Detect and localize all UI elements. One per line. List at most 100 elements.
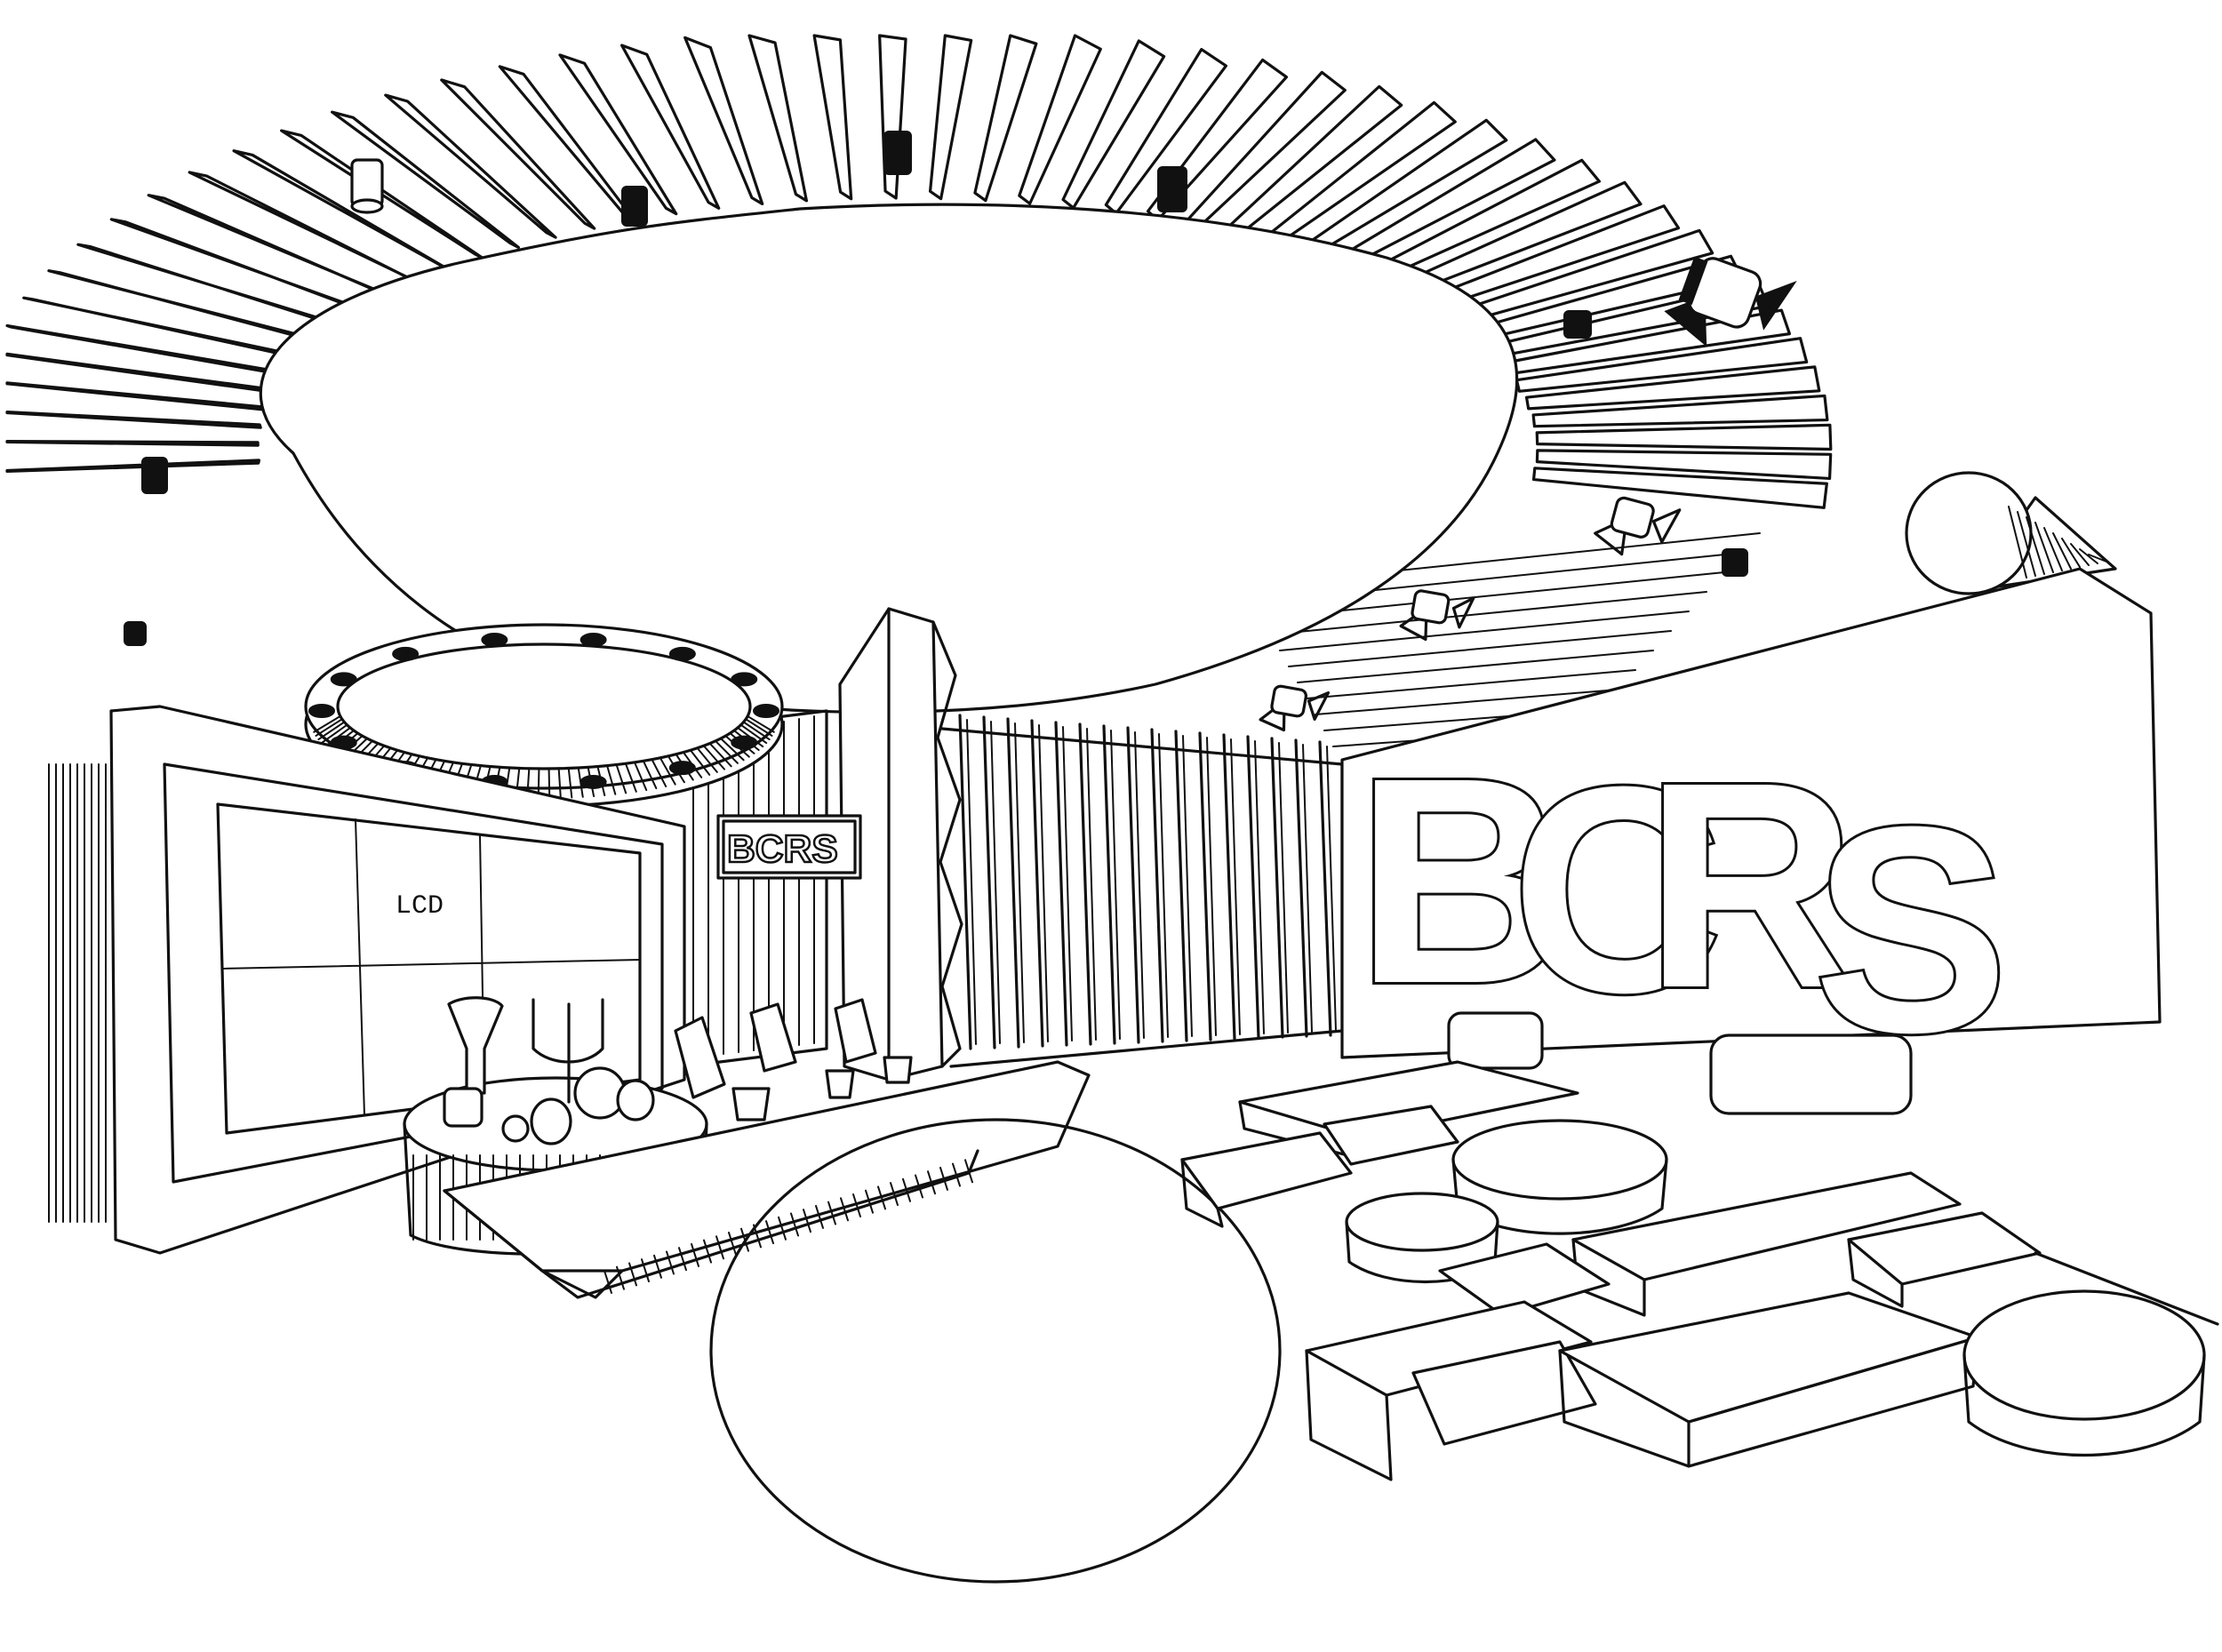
hatch-line	[902, 1177, 911, 1202]
ceiling-slat	[1061, 39, 1166, 210]
ring-hatch-line	[745, 718, 773, 737]
hatch-line	[778, 1216, 787, 1241]
cushion-block	[1323, 1105, 1459, 1166]
wall-fin-edge	[1062, 726, 1073, 1041]
cushion-block	[1438, 1242, 1611, 1317]
cup-icon	[825, 1069, 855, 1099]
stage-light-icon	[1594, 496, 1682, 556]
wall-fin-edge	[1014, 722, 1025, 1043]
spotlight-icon	[350, 158, 384, 214]
chair-icon	[674, 1016, 726, 1099]
cushion-block	[1447, 1011, 1544, 1070]
floor-rug-circle	[709, 1118, 1282, 1584]
ceiling-slat	[973, 34, 1038, 203]
wall-fin-edge	[1278, 742, 1289, 1033]
cushion-block	[1709, 1033, 1913, 1115]
large-sign-letter-b: B	[1355, 716, 1567, 1044]
hatch-line	[728, 1232, 737, 1256]
wall-fin-edge	[1302, 744, 1313, 1033]
pot-icon	[443, 1087, 484, 1128]
hatch-line	[2088, 554, 2107, 563]
ceiling-slat	[1535, 423, 1833, 451]
wall-fin-edge	[990, 721, 1001, 1044]
wall-fin	[1006, 717, 1020, 1049]
hatch-line	[2026, 516, 2045, 575]
stage-light-icon	[1259, 684, 1331, 732]
ceiling-slat	[5, 439, 260, 447]
ceiling-slat	[1531, 467, 1828, 509]
hatch-line	[628, 1262, 637, 1287]
seat-base	[1558, 1291, 1979, 1468]
large-sign-letter-c: C	[1511, 725, 1722, 1053]
hatch-line	[939, 1166, 948, 1191]
ring-light-icon	[481, 633, 508, 648]
small-sign: BCRS	[716, 814, 862, 880]
wall-fin	[1294, 738, 1308, 1038]
ring-light-icon	[731, 672, 758, 687]
hatch-line	[877, 1185, 886, 1210]
wall-fin-edge	[1206, 737, 1217, 1036]
ring-hatch-line	[739, 723, 768, 745]
ring-hatch-line	[696, 746, 718, 773]
ceiling-slat	[384, 93, 557, 239]
hatch-line	[641, 1258, 650, 1283]
back-slat-wall	[683, 709, 1344, 1068]
ring-hatch-line	[615, 763, 627, 794]
ceiling-slat	[683, 36, 764, 206]
ceiling-slat	[440, 78, 596, 230]
stage-light-icon	[1399, 589, 1475, 642]
ceiling-slat	[331, 110, 520, 250]
ceiling-slat	[747, 34, 809, 203]
cushion-block	[1847, 1211, 2042, 1308]
ring-light-icon	[668, 646, 696, 661]
hatch-line	[815, 1204, 824, 1229]
wall-fin	[1150, 728, 1164, 1043]
wall-fin	[1030, 719, 1044, 1048]
ring-hatch-line	[719, 738, 745, 762]
hatch-line	[616, 1265, 625, 1290]
wall-fin-edge	[1326, 746, 1337, 1032]
wall-fin	[958, 714, 972, 1050]
round-ottoman	[1962, 1289, 2206, 1457]
hatch-line	[653, 1254, 662, 1279]
hatch-line	[715, 1235, 724, 1260]
spotlight-icon	[124, 621, 147, 646]
hatch-line	[915, 1174, 923, 1199]
ceiling-slat	[1524, 365, 1821, 411]
hatch-line	[840, 1197, 849, 1222]
ring-hatch-line	[567, 767, 573, 799]
wall-fin	[1198, 731, 1212, 1041]
hatch-line	[964, 1159, 973, 1184]
hatch-line	[666, 1250, 675, 1275]
cup-icon	[731, 1087, 771, 1121]
stage-light-icon	[1664, 256, 1797, 347]
hatch-line	[2079, 548, 2098, 564]
wall-fin	[1318, 740, 1332, 1037]
ceiling-slat	[1535, 449, 1833, 481]
hatch-line	[865, 1189, 874, 1214]
wall-fin-edge	[966, 719, 977, 1045]
ring-light-icon	[330, 672, 357, 687]
ring-hatch-line	[320, 723, 348, 745]
ceiling-slat	[5, 410, 262, 429]
hatch-line	[2043, 527, 2063, 571]
bar-counter	[443, 998, 1091, 1299]
hatch-line	[890, 1182, 899, 1207]
wall-fin	[1222, 733, 1236, 1041]
ring-hatch-line	[317, 721, 346, 741]
wall-fin-edge	[1134, 731, 1145, 1039]
ceiling-slat	[1531, 394, 1829, 428]
wall-fin-edge	[1158, 733, 1169, 1038]
cushion-block	[1180, 1131, 1353, 1228]
spotlight-icon	[1722, 548, 1748, 577]
chair-icon	[749, 1002, 797, 1073]
ring-light-icon	[668, 761, 696, 776]
hatch-line	[827, 1201, 836, 1225]
large-sign-letter-r: R	[1644, 721, 1856, 1049]
wall-fin	[982, 715, 996, 1049]
ceiling-slat	[1018, 34, 1102, 205]
ceiling-slat-line	[1279, 611, 1690, 651]
floor-edge	[2034, 1251, 2219, 1326]
hatch-line	[765, 1220, 774, 1245]
